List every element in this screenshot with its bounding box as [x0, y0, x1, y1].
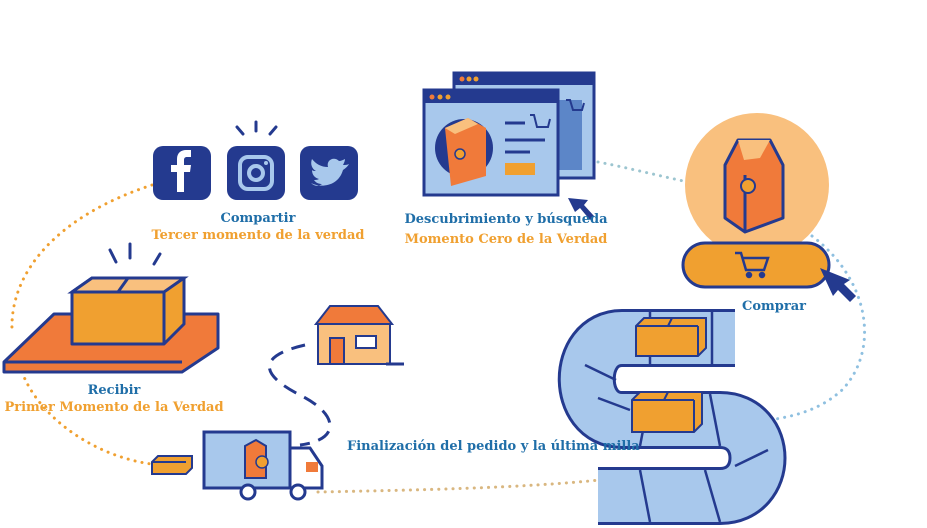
delivery-route: [267, 343, 332, 447]
package-box-icon: [2, 242, 220, 374]
browser-window-icon: [422, 71, 596, 220]
facebook-icon: [153, 146, 211, 200]
conveyor-belt-icon: [557, 309, 787, 525]
juice-carton-icon: [445, 118, 486, 186]
receive-subtitle: Primer Momento de la Verdad: [4, 400, 224, 415]
package-box-icon: [635, 317, 707, 357]
instagram-icon: [227, 146, 285, 200]
twitter-icon: [300, 146, 358, 200]
discover-title: Descubrimiento y búsqueda: [404, 212, 608, 227]
receive-title: Recibir: [87, 383, 141, 398]
discover-subtitle: Momento Cero de la Verdad: [404, 232, 608, 247]
buy-illustration: [681, 113, 856, 302]
social-share-group: [153, 120, 358, 200]
fulfil-title: Finalización del pedido y la última mill…: [347, 439, 640, 454]
share-title: Compartir: [220, 211, 296, 226]
package-box-icon: [631, 391, 703, 433]
shopping-cart-icon: [735, 251, 770, 279]
package-box-icon: [151, 455, 193, 475]
house-icon: [313, 305, 404, 366]
cursor-arrow-icon: [820, 268, 856, 302]
journey-dotted-path: [10, 160, 867, 494]
text-lines: [505, 121, 545, 154]
cursor-arrow-icon: [568, 198, 594, 220]
sparkle-lines: [235, 120, 278, 136]
shopping-cart-icon: [530, 114, 551, 128]
juice-carton-icon: [723, 138, 785, 234]
share-subtitle: Tercer momento de la verdad: [151, 228, 365, 243]
delivery-truck-icon: [202, 430, 324, 501]
buy-title: Comprar: [742, 299, 806, 314]
